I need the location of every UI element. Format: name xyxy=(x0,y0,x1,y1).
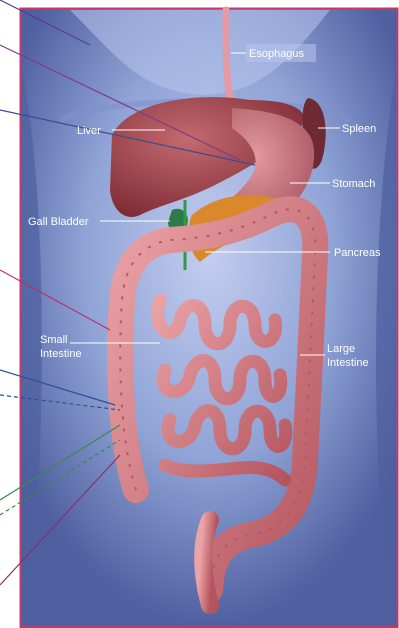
gall-bladder-label: Gall Bladder xyxy=(28,216,89,228)
stomach-label: Stomach xyxy=(332,178,375,190)
large-intestine-label-line2: Intestine xyxy=(327,357,369,369)
pancreas-label: Pancreas xyxy=(334,247,381,259)
spleen-label: Spleen xyxy=(342,123,376,135)
esophagus-label: Esophagus xyxy=(249,48,305,60)
small-intestine-label-line1: Small xyxy=(40,334,68,346)
rectum-organ xyxy=(203,520,210,605)
large-intestine-label-line1: Large xyxy=(327,343,355,355)
liver-label: Liver xyxy=(77,125,101,137)
small-intestine-label-line2: Intestine xyxy=(40,348,82,360)
